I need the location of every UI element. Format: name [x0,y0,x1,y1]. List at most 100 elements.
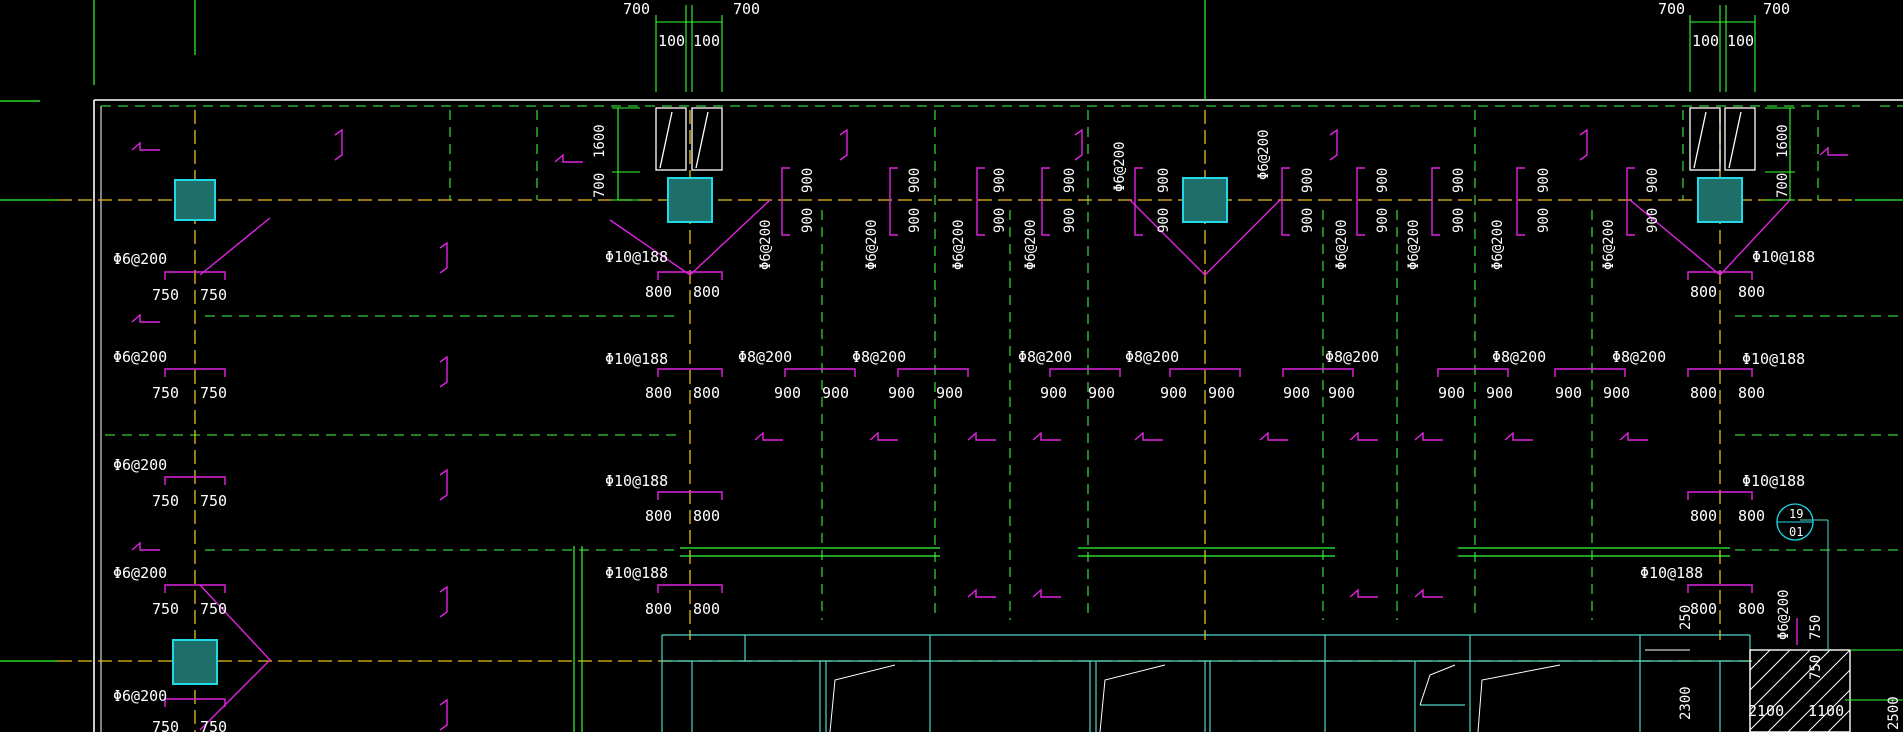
rebar-label: Φ6@200 [1256,129,1272,180]
column [1182,177,1228,223]
rebar-brackets [164,167,1753,707]
dim-800: 800 [693,384,720,402]
rebar-label: Φ6@200 [1406,219,1422,270]
dim-750: 750 [1808,615,1824,640]
dim-900: 900 [1156,208,1172,233]
rebar-label: Φ10@188 [1742,350,1805,368]
top-dimension-text: 700 700 100 100 700 700 100 100 [623,0,1790,50]
dim-750: 750 [152,600,179,618]
dim-800: 800 [645,507,672,525]
left-rebar-text: Φ6@200 750 750 Φ6@200 750 750 Φ6@200 750… [113,250,227,732]
rebar-label: Φ8@200 [1018,348,1072,366]
rebar-label: Φ10@188 [605,472,668,490]
dim-700: 700 [592,173,608,198]
dim-900: 900 [800,208,816,233]
rebar-label: Φ10@188 [1640,564,1703,582]
dim-100: 100 [658,32,685,50]
axis-lines [58,110,1855,732]
dim-800: 800 [1690,507,1717,525]
dim-1100: 1100 [1808,702,1844,720]
dim-900: 900 [1328,384,1355,402]
dim-900: 900 [1451,208,1467,233]
dim-800: 800 [645,600,672,618]
dim-750: 750 [200,492,227,510]
dim-900: 900 [1555,384,1582,402]
rebar-label: Φ6@200 [113,348,167,366]
hatched-region [1749,519,1903,732]
column [1697,177,1743,223]
dim-900: 900 [1160,384,1187,402]
dim-900: 900 [1062,208,1078,233]
rebar-label: Φ6@200 [864,219,880,270]
column [172,639,218,685]
rebar-label: Φ6@200 [113,564,167,582]
dim-900: 900 [1300,168,1316,193]
dim-2500: 2500 [1886,696,1902,730]
beam-lines [573,546,1730,732]
rebar-label: Φ8@200 [852,348,906,366]
dim-900: 900 [992,168,1008,193]
grid-lines [0,0,1903,662]
detail-tag-bottom: 01 [1789,525,1803,539]
top-dimension-lines [612,5,1795,201]
rebar-label: Φ6@200 [758,219,774,270]
dim-700: 700 [623,0,650,18]
rebar-symbols [131,128,1848,731]
dim-100: 100 [693,32,720,50]
dim-900: 900 [1486,384,1513,402]
rebar-label: Φ6@200 [1601,219,1617,270]
rebar-label: Φ8@200 [1492,348,1546,366]
dashed-horizontal-lines [101,105,1903,551]
dim-750: 750 [200,384,227,402]
dim-900: 900 [1208,384,1235,402]
dim-800: 800 [1690,283,1717,301]
dim-800: 800 [693,600,720,618]
rebar-label: Φ6@200 [1112,141,1128,192]
dim-700: 700 [1775,173,1791,198]
right-rebar-text: Φ10@188 800 800 Φ10@188 800 800 Φ10@188 … [1640,248,1815,618]
dim-100: 100 [1727,32,1754,50]
dim-900: 900 [1062,168,1078,193]
slab-outline [93,99,1903,732]
dim-900: 900 [1645,168,1661,193]
dim-900: 900 [907,168,923,193]
dim-2100: 2100 [1748,702,1784,720]
bottom-right-text: 2100 1100 [1748,702,1844,720]
rebar-label: Φ6@200 [113,456,167,474]
dim-800: 800 [645,384,672,402]
bottom-walls [661,634,1751,732]
dim-800: 800 [1690,600,1717,618]
dim-750: 750 [200,286,227,304]
rebar-label: Φ8@200 [1125,348,1179,366]
rebar-label: Φ8@200 [738,348,792,366]
dim-900: 900 [1375,208,1391,233]
column [174,179,216,221]
mid-left-rebar-text: Φ10@188 800 800 Φ10@188 800 800 Φ10@188 … [605,248,720,618]
rebar-label: Φ6@200 [1023,219,1039,270]
dim-900: 900 [888,384,915,402]
dim-800: 800 [645,283,672,301]
rebar-label: Φ10@188 [605,564,668,582]
dim-750: 750 [1808,655,1824,680]
rebar-label: Φ10@188 [605,350,668,368]
dim-900: 900 [1300,208,1316,233]
columns [172,177,1743,685]
dim-750: 750 [200,600,227,618]
rebar-label: Φ6@200 [951,219,967,270]
rebar-label: Φ6@200 [113,687,167,705]
rebar-label: Φ6@200 [113,250,167,268]
dim-750: 750 [152,286,179,304]
dim-800: 800 [1738,600,1765,618]
dim-100: 100 [1692,32,1719,50]
dim-900: 900 [1156,168,1172,193]
dim-750: 750 [200,718,227,732]
dim-900: 900 [1283,384,1310,402]
dim-750: 750 [152,718,179,732]
door-swings [829,649,1690,732]
dashed-vertical-lines [449,110,1819,620]
rebar-label: Φ6@200 [1776,589,1792,640]
dim-700: 700 [733,0,760,18]
dim-900: 900 [1040,384,1067,402]
rebar-label: Φ10@188 [1742,472,1805,490]
